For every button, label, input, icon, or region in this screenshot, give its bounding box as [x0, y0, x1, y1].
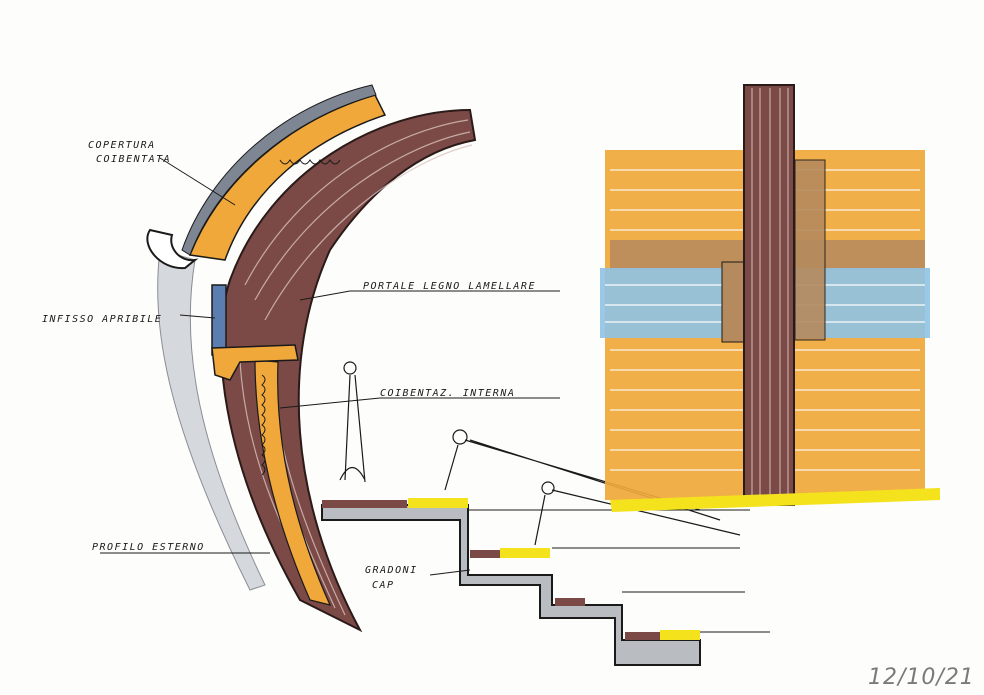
figure-head-2 [452, 429, 468, 445]
curved-section [146, 84, 477, 633]
window-frame [211, 284, 227, 356]
post-right [794, 159, 826, 341]
step-profile [321, 504, 701, 666]
internal-insulation [254, 359, 332, 606]
figure-head-1 [343, 361, 357, 375]
step-top-yellow-1 [408, 498, 468, 508]
step-top-yellow-2 [500, 548, 550, 558]
leader-copertura [159, 157, 236, 206]
label-gradoni-line1: GRADONI [365, 565, 418, 576]
concrete-steps [321, 498, 770, 666]
post-left [721, 261, 745, 343]
label-copertura-line2: COIBENTATA [96, 154, 171, 165]
step-guide-lines [468, 509, 770, 633]
sketch-date: 12/10/21 [868, 665, 975, 690]
figure-body-1 [339, 374, 366, 483]
label-coibentaz: COIBENTAZ. INTERNA [380, 388, 515, 399]
label-copertura-line1: COPERTURA [88, 140, 156, 151]
leader-coibentaz [279, 397, 560, 409]
wood-streaks [239, 119, 473, 616]
step-top-wood-2 [470, 550, 500, 558]
leader-portale [299, 290, 560, 301]
figure-body-3 [534, 489, 741, 546]
label-gradoni-line2: CAP [372, 580, 395, 591]
roof-cover-grey [181, 84, 377, 256]
window-sill [211, 344, 299, 381]
label-infisso: INFISSO APRIBILE [42, 314, 162, 325]
leader-infisso [179, 314, 216, 319]
figure-head-3 [541, 481, 555, 495]
step-top-wood-4 [625, 632, 660, 640]
step-top-wood-3 [555, 598, 585, 606]
column-grain [751, 88, 789, 500]
leader-lines [100, 157, 560, 576]
elevation-base-yellow [610, 488, 940, 512]
label-portale: PORTALE LEGNO LAMELLARE [363, 281, 536, 292]
roof-insulation [188, 94, 387, 261]
roof-insulation-scallops [279, 159, 341, 165]
gutter-edge [146, 228, 199, 270]
step-top-wood-1 [322, 500, 407, 508]
leader-gradoni [429, 569, 471, 576]
elevation-detail [600, 84, 940, 512]
label-profilo: PROFILO ESTERNO [92, 542, 205, 553]
step-top-yellow-4 [660, 630, 700, 640]
outer-grey-profile [157, 249, 266, 591]
internal-insulation-scallops [261, 374, 266, 476]
